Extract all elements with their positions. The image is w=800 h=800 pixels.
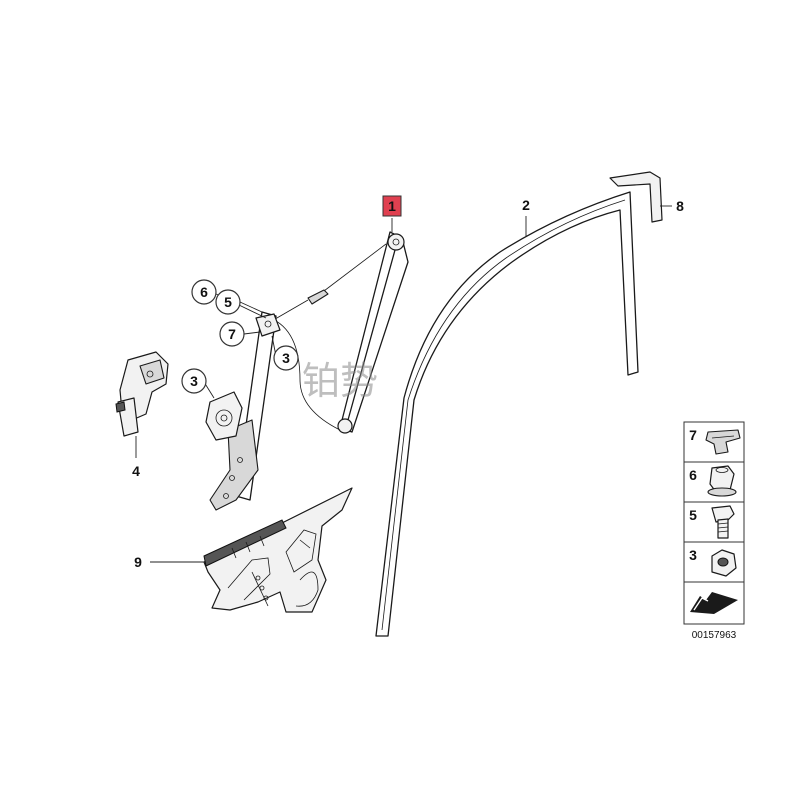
callout-1-label: 1: [388, 198, 396, 214]
watermark: 铂势: [302, 359, 378, 403]
callout-3b-label: 3: [190, 373, 198, 389]
legend-item-7-label: 7: [689, 427, 697, 443]
window-guide-rail: [375, 191, 639, 637]
callout-8-label: 8: [676, 198, 684, 214]
legend-item-6-label: 6: [689, 467, 697, 483]
callout-5-label: 5: [224, 294, 232, 310]
legend-item-5: 5: [683, 501, 745, 543]
legend-item-5-label: 5: [689, 507, 697, 523]
callout-3a: 3: [273, 345, 299, 371]
bolt-icon: [711, 505, 735, 539]
callout-7-label: 7: [228, 326, 236, 342]
window-motor-4: [115, 351, 169, 437]
callout-6-label: 6: [200, 284, 208, 300]
arrow-icon: [690, 592, 738, 614]
callout-7: 7: [219, 321, 245, 347]
callout-3b: 3: [181, 368, 207, 394]
callout-5: 5: [215, 289, 241, 315]
callout-4-label: 4: [132, 463, 140, 479]
callout-1: 1: [382, 195, 402, 217]
callout-6: 6: [191, 279, 217, 305]
legend-item-3-label: 3: [689, 547, 697, 563]
legend-item-3: 3: [683, 541, 745, 583]
legend-item-7: 7: [683, 421, 745, 463]
window-regulator-assembly: [205, 231, 409, 511]
regulator-panel-9: [203, 487, 353, 613]
legend-arrow-box: [683, 581, 745, 625]
callout-2-label: 2: [522, 197, 530, 213]
corner-bracket-8: [609, 171, 663, 223]
reference-number: 00157963: [692, 630, 737, 641]
spring-clip-icon: [705, 429, 741, 455]
callout-9-label: 9: [134, 554, 142, 570]
legend-item-6: 6: [683, 461, 745, 503]
hardware-legend: 7 6 5: [683, 421, 745, 641]
flange-nut-icon: [707, 465, 737, 497]
hex-nut-icon: [711, 549, 737, 577]
callout-3a-label: 3: [282, 350, 290, 366]
